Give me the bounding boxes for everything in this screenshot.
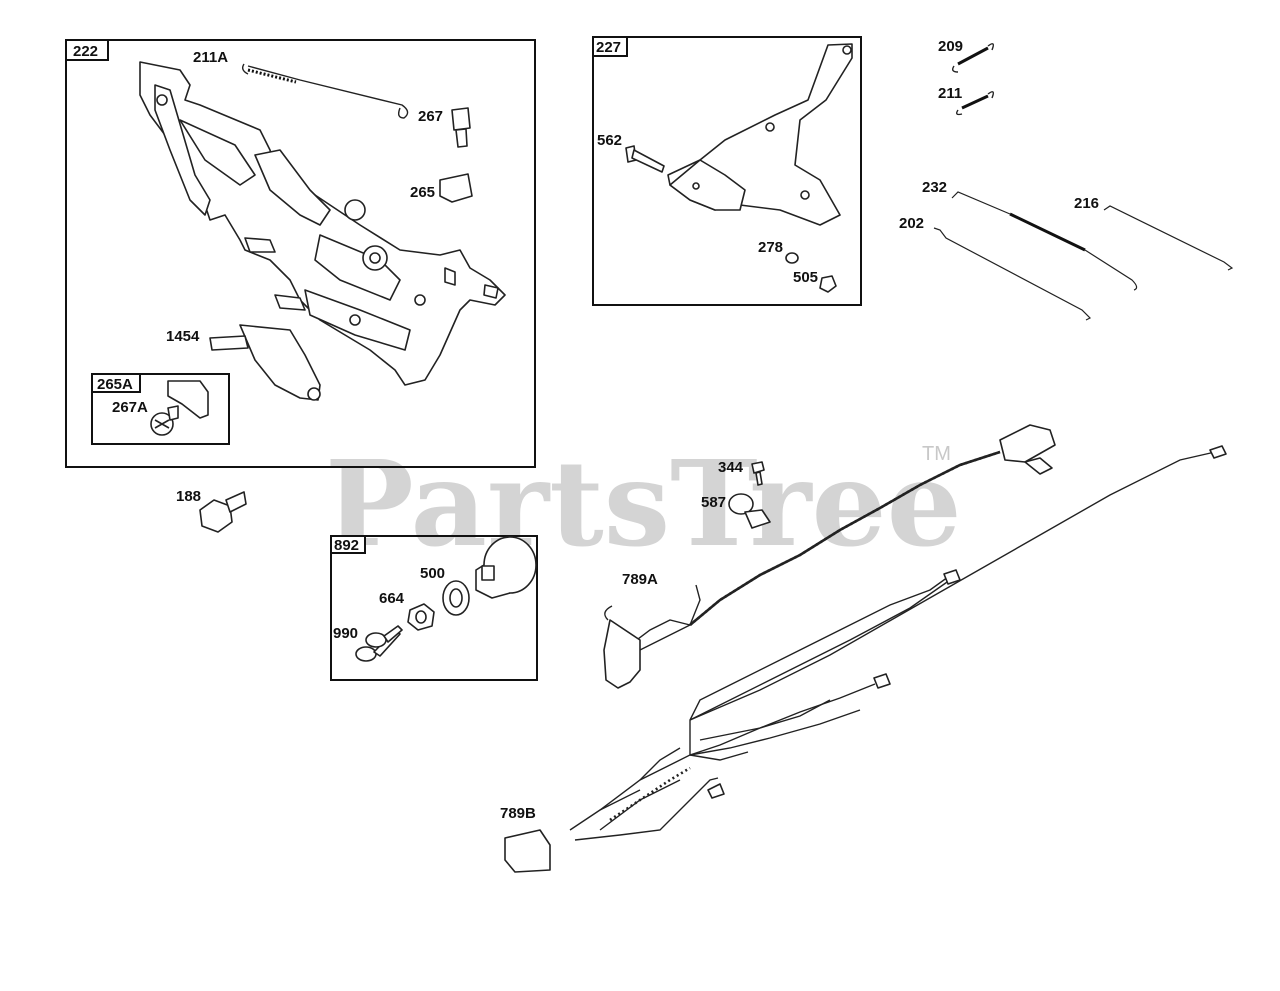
callout-562: 562 — [597, 132, 622, 149]
nut-664-drawing — [407, 603, 435, 631]
callout-789B: 789B — [500, 805, 536, 822]
ignition-switch-892-drawing — [475, 536, 537, 599]
callout-587: 587 — [701, 494, 726, 511]
callout-267: 267 — [418, 108, 443, 125]
watermark-text: PartsTree — [325, 434, 962, 573]
rod-202-drawing — [933, 227, 1092, 321]
assembly-box-222 — [65, 39, 536, 468]
callout-267A: 267A — [112, 399, 148, 416]
pin-562-drawing — [625, 145, 665, 173]
keys-990-drawing — [355, 625, 403, 662]
washer-278-drawing — [785, 252, 799, 264]
spring-209-drawing — [951, 43, 995, 73]
callout-188: 188 — [176, 488, 201, 505]
clip-265-drawing — [439, 173, 473, 203]
clamp-587-drawing — [728, 493, 771, 529]
box-label-227: 227 — [596, 39, 621, 56]
callout-664: 664 — [379, 590, 405, 607]
box-tag-265A — [91, 373, 141, 393]
assembly-box-265A — [91, 373, 230, 445]
callout-1454: 1454 — [166, 328, 200, 345]
box-tag-227 — [592, 36, 628, 57]
assembly-box-892 — [330, 535, 538, 681]
callout-216: 216 — [1074, 195, 1099, 212]
washer-500-drawing — [442, 580, 470, 616]
switch-1454-drawing — [209, 324, 321, 401]
bolt-188-drawing — [199, 491, 247, 533]
box-tag-222 — [65, 39, 109, 61]
spring-211A-drawing — [241, 63, 409, 119]
harness-789A-drawing — [603, 424, 1056, 689]
callout-344: 344 — [718, 459, 744, 476]
assembly-box-227 — [592, 36, 862, 306]
callout-232: 232 — [922, 179, 947, 196]
harness-789B-drawing — [504, 445, 1227, 873]
callout-211A: 211A — [193, 49, 228, 66]
callout-789A: 789A — [622, 571, 658, 588]
callout-505: 505 — [793, 269, 818, 286]
callout-211: 211 — [938, 85, 962, 102]
screw-267A-drawing — [150, 405, 179, 436]
callout-278: 278 — [758, 239, 783, 256]
spring-211-drawing — [955, 91, 995, 116]
rod-232-drawing — [951, 191, 1138, 291]
box-tag-892 — [330, 535, 366, 554]
box-label-222: 222 — [73, 43, 98, 60]
throttle-plate-227-drawing — [667, 43, 853, 226]
control-bracket-drawing — [139, 61, 506, 386]
watermark-trademark: TM — [922, 443, 951, 465]
bolt-267-drawing — [451, 107, 471, 148]
callout-990: 990 — [333, 625, 358, 642]
callout-202: 202 — [899, 215, 924, 232]
callout-500: 500 — [420, 565, 445, 582]
screw-344-drawing — [751, 461, 765, 486]
box-label-892: 892 — [334, 537, 359, 554]
rod-216-drawing — [1103, 205, 1234, 271]
callout-209: 209 — [938, 38, 963, 55]
callout-265: 265 — [410, 184, 435, 201]
nut-505-drawing — [819, 275, 837, 293]
clip-265A-drawing — [167, 380, 209, 419]
box-label-265A: 265A — [97, 376, 133, 393]
